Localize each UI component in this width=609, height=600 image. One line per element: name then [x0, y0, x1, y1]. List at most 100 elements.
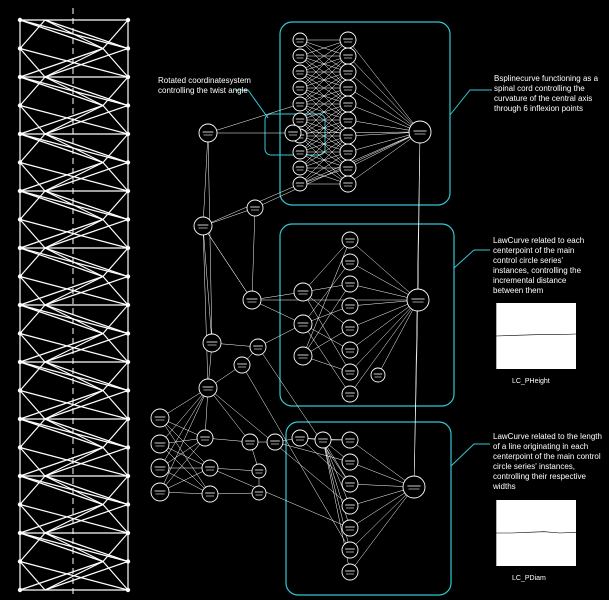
tower-strut — [19, 161, 104, 192]
network-edge — [207, 103, 301, 134]
tower-strut — [19, 503, 104, 534]
network-edge — [349, 299, 419, 373]
tower-strut — [19, 504, 46, 534]
tower-joint — [125, 103, 131, 108]
network-edge — [159, 387, 209, 493]
network-edge — [254, 131, 421, 209]
tower-strut — [102, 561, 129, 591]
tower-strut — [19, 247, 46, 277]
tower-strut — [44, 475, 129, 506]
network-edge — [347, 131, 421, 137]
network-edge — [347, 131, 421, 169]
tower-strut — [44, 532, 129, 563]
tower-joint — [17, 188, 23, 194]
tower-strut — [102, 475, 129, 505]
network-node — [339, 175, 357, 193]
network-node — [249, 338, 267, 356]
tower-strut — [19, 532, 46, 562]
network-edge — [299, 103, 349, 137]
network-edge — [159, 387, 209, 469]
tower-strut — [19, 133, 104, 164]
network-edge — [302, 261, 351, 325]
network-edge — [274, 441, 351, 463]
network-edge — [202, 225, 253, 301]
network-edge — [299, 151, 349, 185]
network-node — [251, 463, 267, 479]
tower-joint — [17, 331, 23, 336]
tower-strut — [102, 276, 129, 306]
network-node — [251, 485, 267, 501]
network-node — [341, 497, 359, 515]
tower-strut — [44, 275, 129, 306]
network-node — [341, 431, 359, 449]
tower-joint — [125, 416, 131, 422]
network-node — [292, 64, 308, 80]
tower-strut — [19, 304, 46, 334]
tower-strut — [44, 446, 129, 477]
network-node — [339, 159, 357, 177]
tower-strut — [44, 560, 129, 591]
rotated-leader-line — [235, 89, 269, 119]
network-edge — [349, 299, 419, 395]
network-edge — [159, 443, 211, 495]
tower-strut — [19, 275, 104, 306]
network-node — [193, 216, 213, 236]
network-edge — [347, 131, 421, 153]
network-node — [292, 144, 308, 160]
tower-strut — [19, 418, 46, 448]
network-edge — [299, 135, 349, 185]
network-node — [293, 282, 313, 302]
network-edge — [347, 87, 421, 133]
tower-joint — [17, 217, 23, 222]
tower-joint — [17, 74, 23, 80]
tower-strut — [19, 304, 104, 335]
tower-strut — [19, 218, 104, 249]
tower-strut — [19, 47, 104, 78]
tower-strut — [19, 19, 129, 50]
network-edge — [202, 225, 209, 389]
tower-strut — [44, 418, 129, 449]
tower-joint — [17, 502, 23, 507]
tower-strut — [44, 503, 129, 534]
network-node — [339, 111, 357, 129]
network-edge — [347, 39, 421, 133]
network-edge — [299, 87, 349, 137]
tower-strut — [44, 218, 129, 249]
tower-strut — [19, 560, 129, 591]
tower-joint — [125, 188, 131, 194]
tower-strut — [44, 332, 129, 363]
tower-strut — [19, 560, 104, 591]
network-edge — [349, 439, 415, 488]
tower-joint — [125, 217, 131, 222]
tower-strut — [102, 162, 129, 192]
lc-pdiam-label: LC_PDiam — [512, 575, 546, 582]
bspline-leader-line — [449, 89, 492, 116]
network-edge — [299, 39, 349, 89]
network-node — [233, 356, 251, 374]
tower-strut — [19, 105, 46, 135]
tower-strut — [19, 190, 104, 221]
network-edge — [299, 87, 349, 121]
tower-strut — [19, 361, 104, 392]
tower-strut — [19, 76, 46, 106]
network-edge — [347, 119, 421, 133]
network-edge — [241, 364, 351, 551]
tower-strut — [19, 418, 129, 449]
network-edge — [299, 119, 349, 153]
tower-strut — [19, 446, 104, 477]
network-edge — [347, 71, 421, 133]
network-edge — [299, 119, 349, 169]
tower-strut — [19, 190, 46, 220]
tower-joint — [17, 245, 23, 251]
network-edge — [322, 439, 351, 507]
tower-strut — [19, 48, 46, 78]
network-node — [292, 48, 308, 64]
network-node — [198, 378, 218, 398]
network-edge — [349, 299, 419, 351]
network-edge — [159, 437, 206, 493]
network-edge — [347, 131, 421, 185]
tower-strut — [19, 475, 46, 505]
network-nodes — [150, 31, 432, 581]
tower-strut — [19, 447, 46, 477]
